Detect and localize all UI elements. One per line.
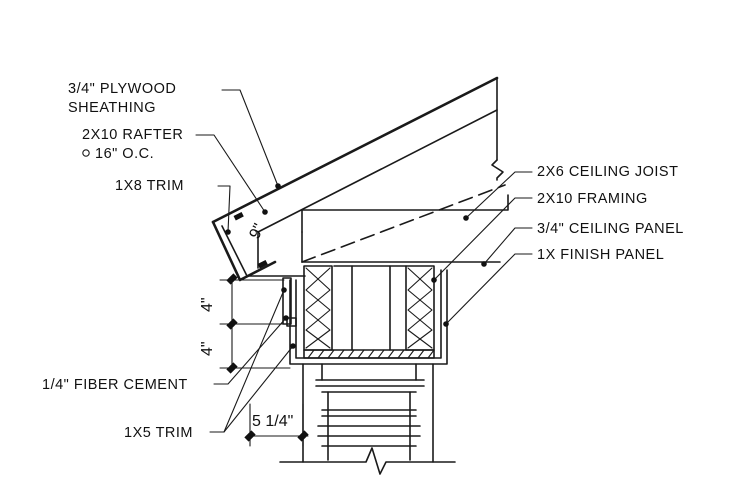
on-center-at-icon	[82, 149, 90, 157]
dim-tick-bottom	[226, 362, 238, 374]
right-framing-zigzag-2	[407, 267, 433, 349]
labels: 3/4" PLYWOOD SHEATHING 2X10 RAFTER 16" O…	[42, 81, 684, 441]
leader-fiber-cement	[213, 317, 287, 385]
dim-tick-mid	[226, 318, 238, 330]
label-2x10-framing: 2X10 FRAMING	[537, 191, 648, 207]
left-framing-zigzag-2	[305, 267, 331, 349]
label-rafter-line2: 16" O.C.	[95, 146, 154, 162]
leader-dot-joist	[463, 215, 469, 221]
leader-dot-ceiling-panel	[481, 261, 487, 267]
leaders	[195, 89, 533, 433]
bottom-panel-hatch	[307, 349, 435, 359]
fascia-trim-inner	[221, 225, 248, 277]
finish-panel-outline	[289, 269, 448, 365]
dim-upper-band: 4"	[199, 297, 216, 312]
joist-dashed-line	[301, 184, 506, 263]
label-1x5-trim: 1X5 TRIM	[124, 425, 193, 441]
dim-tick-left	[244, 430, 256, 442]
label-ceiling-joist: 2X6 CEILING JOIST	[537, 164, 678, 180]
sheathing-top-line	[211, 76, 499, 224]
label-plywood-line1: 3/4" PLYWOOD	[68, 81, 176, 97]
trim-tick-2	[257, 259, 268, 269]
dim-lower-band: 4"	[199, 341, 216, 356]
leader-dot-finish-panel	[443, 321, 449, 327]
dim-tick-right	[297, 430, 309, 442]
rafter-bottom-line	[257, 109, 498, 233]
leader-dot-1x8	[225, 229, 231, 235]
leader-dot-1x5-b	[290, 343, 296, 349]
dimensions	[219, 273, 309, 447]
leader-1x8	[217, 185, 231, 233]
leader-plywood	[221, 89, 279, 187]
leader-dot-fiber-cement	[283, 315, 289, 321]
label-ceiling-panel: 3/4" CEILING PANEL	[537, 221, 684, 237]
left-framing-zigzag-1	[305, 267, 331, 349]
right-framing-zigzag-1	[407, 267, 433, 349]
label-1x8-trim: 1X8 TRIM	[115, 178, 184, 194]
label-rafter-line1: 2X10 RAFTER	[82, 127, 183, 143]
column	[279, 363, 456, 475]
dim-trim-width: 5 1/4"	[252, 413, 293, 430]
break-mark-lower	[279, 447, 456, 475]
column-framing	[282, 265, 448, 365]
label-plywood-line2: SHEATHING	[68, 100, 156, 116]
label-fiber-cement: 1/4" FIBER CEMENT	[42, 377, 188, 393]
trim-tick-1	[233, 211, 244, 221]
leader-joist	[465, 171, 533, 219]
bottom-ceiling-panel	[303, 349, 435, 359]
dim-overhang-depth: 9"	[246, 221, 268, 242]
leader-finish-panel	[445, 253, 533, 325]
break-mark-upper	[491, 159, 504, 181]
leader-rafter	[195, 134, 266, 213]
ceiling-joist	[301, 184, 509, 263]
label-finish-panel: 1X FINISH PANEL	[537, 247, 664, 263]
left-2x10-framing	[303, 265, 333, 351]
leader-1x5-b	[223, 345, 294, 433]
leader-ceiling-panel	[483, 227, 533, 265]
leader-framing	[433, 197, 533, 281]
leader-dot-rafter	[262, 209, 268, 215]
joist-top-line	[301, 194, 509, 233]
trim-joint-block	[286, 317, 297, 327]
leader-dot-plywood	[275, 183, 281, 189]
leader-1x5-a	[209, 289, 285, 433]
leader-dot-framing	[431, 277, 437, 283]
roof-assembly	[211, 76, 504, 282]
leader-dot-1x5-a	[281, 287, 287, 293]
ceiling-panel-outline	[295, 269, 442, 359]
dim-tick-top	[226, 273, 238, 285]
right-2x10-framing	[405, 265, 435, 351]
